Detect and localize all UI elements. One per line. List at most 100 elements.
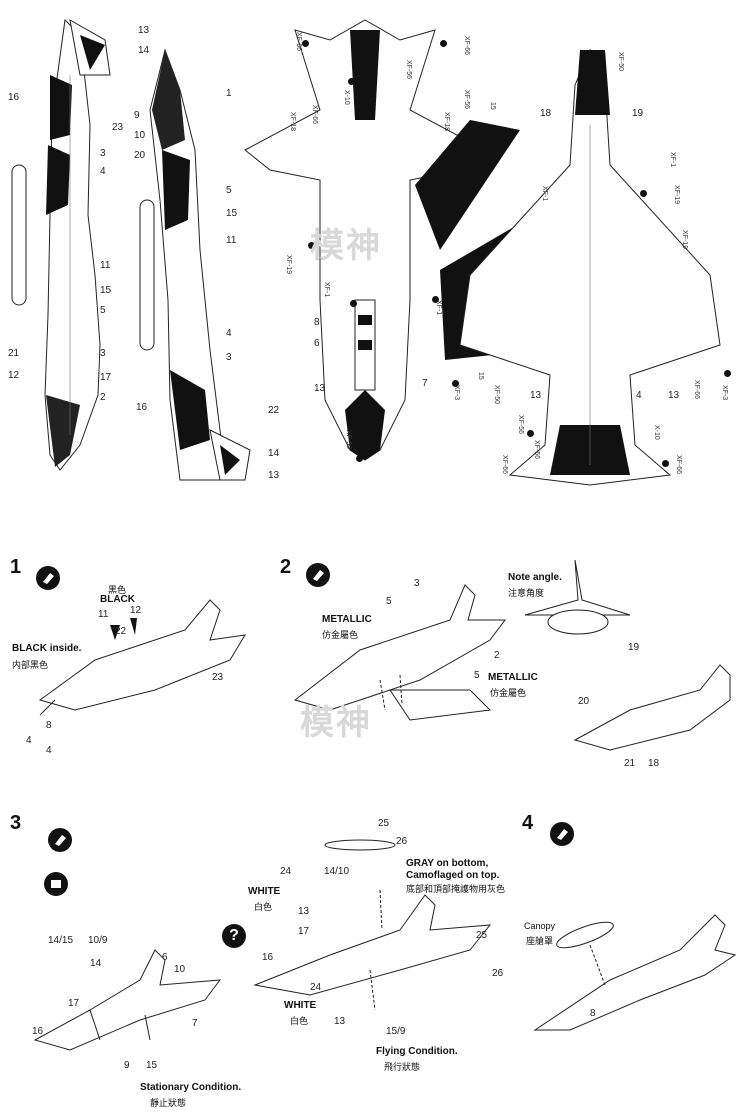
callout-label: XF-3 [453, 385, 460, 401]
white-note-2: WHITE [284, 1000, 317, 1011]
part-number: 12 [130, 605, 142, 616]
callout-label: XF-50 [617, 52, 624, 72]
callout-label: 1 [226, 88, 232, 99]
step4-aircraft-drawing [533, 914, 737, 1031]
paint-icon [44, 872, 68, 896]
note-angle-cn: 注意角度 [508, 588, 545, 598]
glue-icon [306, 563, 330, 587]
callout-label: XF-1 [323, 282, 330, 298]
callout-label: XF-66 [463, 36, 470, 56]
callout-label: 18 [540, 108, 552, 119]
callout-label: 15 [489, 102, 496, 110]
part-number: 5 [474, 670, 480, 681]
part-number: 8 [590, 1008, 596, 1019]
watermark: 模神 [310, 226, 382, 266]
callout-label: 11 [226, 235, 237, 246]
watermark: 模神 [300, 703, 372, 743]
step2-detail-drawing [573, 664, 731, 751]
step3-stationary-drawing [33, 949, 222, 1051]
black-inside-note-cn: 内部黑色 [12, 660, 49, 670]
note-angle: Note angle. [508, 572, 562, 583]
callout-label: 14 [138, 45, 150, 56]
part-number: 14/10 [324, 866, 350, 877]
callout-label: 12 [8, 370, 20, 381]
part-number: 17 [298, 926, 310, 937]
callout-label: 16 [8, 92, 20, 103]
stationary-condition-cn: 靜止狀態 [150, 1098, 187, 1108]
callout-label: 15 [226, 208, 238, 219]
white-note: WHITE [248, 886, 281, 897]
part-number: 24 [280, 866, 292, 877]
part-number: 6 [162, 952, 168, 963]
callout-label: 3 [100, 348, 106, 359]
part-number: 10 [174, 964, 186, 975]
callout-label: 13 [530, 390, 542, 401]
part-number: 14 [90, 958, 102, 969]
black-inside-note: BLACK inside. [12, 643, 82, 654]
part-number: 8 [46, 720, 52, 731]
callout-label: 3 [226, 352, 232, 363]
callout-label: XF-50 [493, 385, 500, 405]
callout-label: 20 [134, 150, 146, 161]
part-number: 7 [192, 1018, 198, 1029]
part-number: 16 [262, 952, 274, 963]
callout-label: X-10 [653, 425, 660, 440]
white-note-2-cn: 白色 [290, 1016, 309, 1026]
part-number: 13 [334, 1016, 346, 1027]
callout-label: 5 [226, 185, 232, 196]
callout-label: 6 [314, 338, 320, 349]
canopy-label: Canopy [524, 921, 556, 931]
callout-label: XF-66 [295, 32, 302, 52]
part-number: 3 [414, 578, 420, 589]
part-number: 25 [378, 818, 390, 829]
part-number: 16 [32, 1026, 44, 1037]
part-number: 5 [386, 596, 392, 607]
step2-aircraft-drawing [293, 584, 506, 721]
part-number: 18 [648, 758, 660, 769]
step1-aircraft-drawing [38, 599, 246, 716]
callout-label: XF-19 [673, 185, 680, 205]
front-view-drawing [524, 559, 631, 635]
flying-condition: Flying Condition. [376, 1046, 458, 1057]
part-number: 19 [628, 642, 640, 653]
step-number: 1 [10, 556, 22, 578]
gray-note-2: Camoflaged on top. [406, 870, 500, 881]
part-number: 4 [26, 735, 32, 746]
part-number: 25 [476, 930, 488, 941]
callout-label: X-10 [343, 90, 350, 105]
gray-note-cn: 底部和頂部掩護物用灰色 [406, 884, 506, 894]
callout-label: XF-18 [443, 112, 450, 132]
callout-label: XF-66 [693, 380, 700, 400]
part-number: 13 [298, 906, 310, 917]
help-icon: ? [222, 924, 246, 948]
callout-label: 10 [134, 130, 146, 141]
canopy-label-cn: 座艙罩 [526, 936, 554, 946]
callout-label: 9 [134, 110, 140, 121]
callout-label: XF-66 [501, 455, 508, 475]
callout-label: XF-1 [541, 186, 548, 202]
callout-label: XF-56 [405, 60, 412, 80]
part-number: 22 [115, 626, 127, 637]
callout-label: 3 [100, 148, 106, 159]
part-number: 24 [310, 982, 322, 993]
callout-label: 13 [138, 25, 150, 36]
step-number: 2 [280, 556, 292, 578]
callout-label: 4 [226, 328, 232, 339]
part-number: 26 [396, 836, 408, 847]
callout-label: 23 [112, 122, 124, 133]
step-number: 4 [522, 812, 534, 834]
step-number: 3 [10, 812, 22, 834]
part-number: 14/15 [48, 935, 74, 946]
part-number: 26 [492, 968, 504, 979]
callout-label: 4 [636, 390, 642, 401]
metallic-note-2: METALLIC [488, 672, 538, 683]
bottom-view [459, 48, 721, 486]
callout-label: XF-19 [681, 230, 688, 250]
glue-icon [550, 822, 574, 846]
callout-label: XF-66 [675, 455, 682, 475]
callout-label: XF-18 [289, 112, 296, 132]
metallic-note-cn: 仿金屬色 [322, 630, 359, 640]
callout-label: XF-66 [311, 105, 318, 125]
side-view-left [11, 18, 111, 471]
callout-label: 7 [422, 378, 428, 389]
